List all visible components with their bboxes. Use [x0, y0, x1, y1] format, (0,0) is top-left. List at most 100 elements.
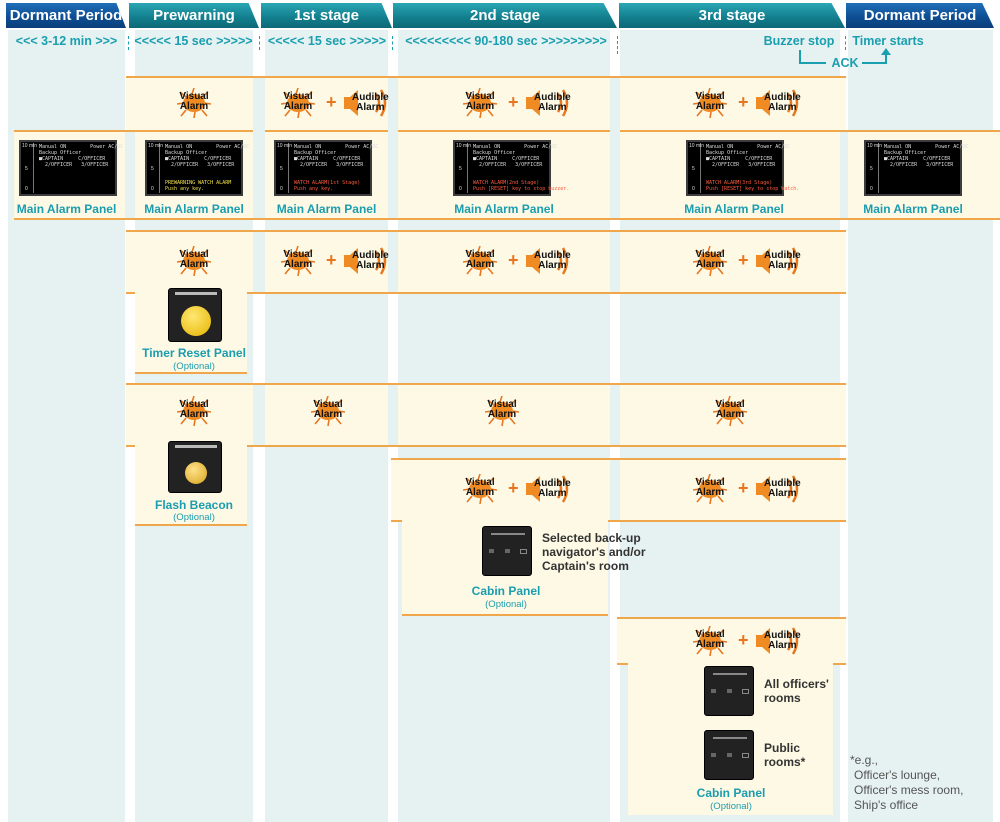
timing-divider [259, 36, 260, 50]
timer-scale [148, 143, 160, 193]
label-line: Alarm [487, 409, 517, 420]
scale-label: 5 [692, 166, 695, 172]
label-line: Alarm [356, 102, 385, 113]
screen-message: WATCH ALARM(3rd Stage)Push [RESET] key t… [706, 180, 799, 192]
screen-message: WATCH ALARM(2nd Stage)Push [RESET] key t… [473, 180, 569, 192]
label-line: Alarm [465, 259, 495, 270]
label-line: Audible [534, 250, 571, 261]
scale-label: 5 [25, 166, 28, 172]
screen-message: WATCH ALARM(1st Stage)Push any key. [294, 180, 378, 192]
alarm-burst [462, 473, 498, 505]
main-alarm-panel-label: Main Alarm Panel [863, 202, 963, 216]
plus-sign: + [738, 478, 749, 498]
label-line: Visual [487, 399, 517, 410]
plus-sign: + [508, 478, 519, 498]
timer-reset-panel-label: Timer Reset Panel [142, 346, 246, 360]
ack-label: ACK [831, 56, 859, 70]
label-line: Audible [764, 478, 801, 489]
scale-label: 10 min [456, 143, 472, 149]
label-line: Alarm [179, 101, 209, 112]
plus-sign: + [738, 92, 749, 112]
scale-label: 10 min [277, 143, 293, 149]
label-line: Alarm [768, 640, 797, 651]
alarm-burst [310, 395, 346, 427]
label-line: Visual [695, 91, 725, 102]
label-line: Visual [695, 249, 725, 260]
scale-label: 0 [151, 186, 154, 192]
label-line: Alarm [695, 487, 725, 498]
scale-label: 0 [25, 186, 28, 192]
footnote-line: Officer's lounge, [854, 768, 941, 782]
cabin-panel-device [704, 730, 754, 780]
note-line: rooms* [764, 755, 806, 769]
timer-scale [22, 143, 34, 193]
label-line: Alarm [283, 101, 313, 112]
cabin-panel-label: Cabin Panel [471, 584, 541, 598]
scale-label: 5 [459, 166, 462, 172]
column-gap [388, 232, 398, 292]
screen-line: Manual ON Power AC/DC [294, 144, 379, 150]
screen-line: ■CAPTAIN C/OFFICER [884, 156, 951, 162]
screen-line: Backup Officer [39, 150, 82, 156]
timing-divider [128, 36, 129, 50]
public-rooms-note: Public rooms* [764, 741, 805, 769]
device-button [742, 753, 749, 758]
label-line: Audible [534, 92, 571, 103]
alarm-band-row3 [126, 383, 846, 447]
timer-scale [867, 143, 879, 193]
label-line: Audible [764, 92, 801, 103]
selected-room-note: Selected back-up navigator's and/or Capt… [542, 531, 646, 573]
column-gap [388, 78, 398, 218]
note-line: All officers' [764, 677, 829, 691]
flash-beacon-label: Flash Beacon [154, 498, 234, 512]
header-dormant-left: Dormant Period [6, 3, 126, 28]
device-button [489, 549, 494, 553]
main-alarm-panel-label: Main Alarm Panel [276, 202, 377, 216]
column-gap [610, 78, 620, 218]
label-line: Visual [179, 91, 209, 102]
note-line: Captain's room [542, 559, 629, 573]
screen-line: Backup Officer [165, 150, 208, 156]
timing-divider [392, 36, 393, 50]
label-line: Visual [695, 629, 725, 640]
device-button [727, 689, 732, 693]
device-strip [491, 533, 525, 535]
header-stage2: 2nd stage [393, 3, 617, 28]
label-line: Alarm [356, 260, 385, 271]
label-line: Visual [465, 91, 495, 102]
plus-sign: + [326, 250, 337, 270]
timer-starts-label: Timer starts [852, 34, 924, 48]
reset-button [181, 306, 211, 336]
header-prewarning: Prewarning [129, 3, 259, 28]
column-gap [125, 132, 135, 218]
scale-label: 0 [870, 186, 873, 192]
footnote-line: *e.g., [850, 753, 879, 767]
timing-stage1: <<<<< 15 sec >>>>> [267, 34, 387, 48]
optional-label: (Optional) [485, 599, 527, 610]
screen-line: ■CAPTAIN C/OFFICER [706, 156, 773, 162]
label-line: Alarm [465, 101, 495, 112]
screen-line: Backup Officer [473, 150, 516, 156]
beacon-light [185, 462, 207, 484]
column-gap [840, 132, 848, 218]
